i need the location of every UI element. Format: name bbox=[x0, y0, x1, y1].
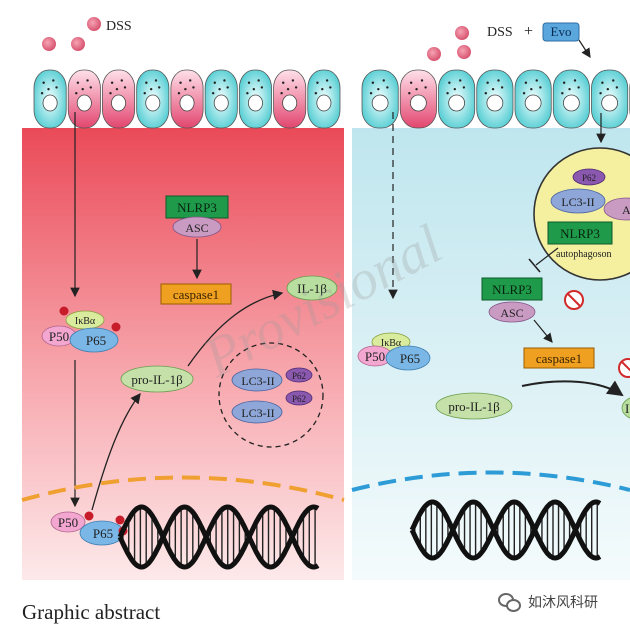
left-pro-il1b-ellipse bbox=[120, 365, 194, 393]
left-nuclear-membrane bbox=[21, 475, 345, 502]
left-lc3-label-2: LC3-II bbox=[241, 406, 274, 420]
epithelial-cell bbox=[67, 69, 101, 129]
autophagosome-lc3 bbox=[550, 188, 606, 214]
left-lc3-label-1: LC3-II bbox=[241, 374, 274, 388]
left-nuclear-nfkb: P50 P65 bbox=[50, 511, 128, 546]
left-p62-label-2: P62 bbox=[292, 394, 306, 404]
left-nfkb-complex: IκBα P50 P65 bbox=[41, 306, 121, 353]
left-autophagy-dashed-circle bbox=[218, 342, 324, 448]
autophagosome-p62 bbox=[572, 168, 606, 186]
left-caspase1-label: caspase1 bbox=[173, 287, 219, 302]
right-caspase1-box bbox=[523, 347, 595, 369]
right-plus-sign: + bbox=[524, 23, 533, 40]
epithelial-cell bbox=[273, 69, 307, 129]
epithelial-cell bbox=[514, 69, 552, 129]
left-nlrp3-inflammasome: NLRP3 ASC bbox=[165, 195, 229, 238]
epithelial-cell bbox=[476, 69, 514, 129]
epithelial-cell bbox=[136, 69, 170, 129]
right-asc-to-caspase-arrow bbox=[533, 319, 553, 343]
wechat-name: 如沐风科研 bbox=[528, 595, 598, 611]
epithelial-cell bbox=[102, 69, 136, 129]
right-p65-label: P65 bbox=[400, 351, 420, 366]
right-il1b-partial-ellipse bbox=[621, 397, 630, 419]
left-nucleus-to-pro-arrow bbox=[91, 392, 141, 511]
left-pro-to-il1b-arrow bbox=[187, 289, 284, 367]
right-caspase1-label: caspase1 bbox=[536, 351, 582, 366]
epithelial-cell bbox=[307, 69, 341, 129]
right-ikba-label: IκBα bbox=[381, 338, 402, 349]
left-p62-label-1: P62 bbox=[292, 371, 306, 381]
left-il1b-label: IL-1β bbox=[297, 281, 327, 296]
wechat-icon bbox=[498, 593, 521, 612]
epithelial-cell bbox=[552, 69, 590, 129]
right-nlrp3-label: NLRP3 bbox=[492, 282, 532, 297]
right-dna-helix bbox=[409, 499, 602, 561]
left-nlrp3-label: NLRP3 bbox=[177, 200, 217, 215]
autophagosome-circle bbox=[533, 147, 630, 281]
caption: Graphic abstract bbox=[22, 600, 161, 624]
right-pro-il1b-ellipse bbox=[435, 392, 513, 420]
left-lc3-p62-group: LC3-II P62 LC3-II P62 bbox=[231, 367, 313, 424]
left-p65-label: P65 bbox=[86, 333, 106, 348]
left-ikba-label: IκBα bbox=[75, 316, 96, 327]
epithelial-cell bbox=[361, 69, 399, 129]
epithelial-cell bbox=[591, 69, 629, 129]
left-dss-label: DSS bbox=[106, 19, 132, 34]
evo-label: Evo bbox=[551, 24, 572, 39]
right-nlrp3-box bbox=[481, 277, 543, 301]
left-dss-particles bbox=[42, 17, 101, 51]
left-il1b-ellipse bbox=[286, 275, 338, 301]
epithelial-cell bbox=[238, 69, 272, 129]
autophagosome-nlrp3-box bbox=[547, 221, 613, 245]
left-caspase1-box bbox=[160, 283, 232, 305]
left-dna-helix bbox=[117, 504, 320, 570]
epithelial-cell bbox=[33, 69, 67, 129]
right-epithelial-cells bbox=[361, 69, 630, 129]
left-epithelial-cells bbox=[33, 69, 341, 129]
right-dss-particles bbox=[427, 26, 471, 61]
autophagosome-asc bbox=[603, 197, 630, 221]
epithelial-cell bbox=[204, 69, 238, 129]
right-p50-label: P50 bbox=[365, 349, 385, 364]
evo-arrow bbox=[578, 39, 591, 59]
right-pro-il1b-label: pro-IL-1β bbox=[448, 399, 500, 414]
prohibition-icon bbox=[564, 290, 584, 310]
autophagosome-lc3-label: LC3-II bbox=[561, 195, 594, 209]
right-il1b-partial-label: I bbox=[625, 401, 629, 416]
right-nfkb-complex: IκBα P50 P65 bbox=[357, 332, 431, 371]
autophagosome-inhibition-bar bbox=[528, 258, 541, 273]
autophagosome-inhibition-line bbox=[535, 247, 559, 266]
left-asc-label: ASC bbox=[185, 221, 208, 235]
left-nuclear-p65-label: P65 bbox=[93, 526, 113, 541]
left-p50-label: P50 bbox=[49, 329, 69, 344]
right-asc-ellipse bbox=[488, 301, 536, 323]
evo-box bbox=[542, 22, 580, 42]
epithelial-cell bbox=[399, 69, 437, 129]
autophagosome-asc-label: AS bbox=[622, 203, 630, 217]
right-asc-label: ASC bbox=[500, 306, 523, 320]
left-pro-il1b-label: pro-IL-1β bbox=[131, 372, 183, 387]
autophagosome-p62-label: P62 bbox=[582, 173, 596, 183]
prohibition-icon bbox=[618, 358, 630, 378]
right-caspase-to-il1b-arrow bbox=[521, 380, 624, 397]
epithelial-cell bbox=[170, 69, 204, 129]
right-dss-label: DSS bbox=[487, 25, 513, 40]
left-nuclear-p50-label: P50 bbox=[58, 515, 78, 530]
wechat-watermark: 如沐风科研 bbox=[498, 586, 630, 618]
right-nuclear-membrane bbox=[351, 470, 630, 492]
autophagosome-label: autophagoson bbox=[556, 249, 612, 260]
epithelial-cell bbox=[438, 69, 476, 129]
autophagosome-nlrp3-label: NLRP3 bbox=[560, 226, 600, 241]
